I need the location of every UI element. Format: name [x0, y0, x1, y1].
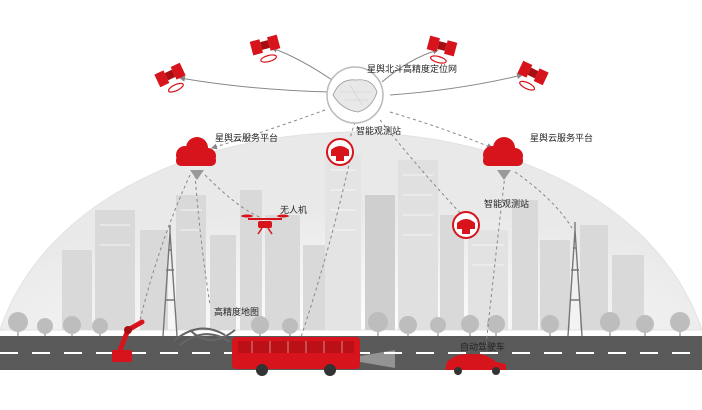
station-top-label: 智能观测站 — [356, 125, 401, 137]
satellite-icon — [249, 34, 281, 63]
hd-map-label: 高精度地图 — [214, 306, 259, 318]
signal-tower-icon — [567, 222, 583, 337]
cloud-icon — [176, 137, 216, 180]
satellite-icon — [154, 62, 186, 93]
bus-icon — [232, 337, 395, 376]
car-label: 自动驾驶车 — [460, 341, 505, 353]
hd-map-icon — [174, 327, 236, 346]
robot-arm-icon — [112, 319, 145, 362]
observation-station-icon — [326, 138, 354, 166]
drone-icon — [241, 214, 289, 235]
satellite-icon — [517, 60, 549, 91]
china-map-globe-icon — [326, 66, 384, 124]
hub-label: 星舆北斗高精度定位网 — [367, 63, 457, 75]
tree-row — [8, 312, 690, 336]
cloud-left-label: 星舆云服务平台 — [215, 132, 278, 144]
building-windows — [100, 169, 504, 266]
connection-lines — [139, 46, 573, 356]
satellite-icon — [426, 35, 458, 64]
drone-label: 无人机 — [280, 204, 307, 216]
city-skyline — [62, 155, 644, 330]
car-icon — [445, 354, 506, 375]
observation-station-icon — [452, 211, 480, 239]
cloud-icon — [483, 137, 523, 180]
signal-tower-icon — [162, 225, 178, 337]
cloud-right-label: 星舆云服务平台 — [530, 132, 593, 144]
station-right-label: 智能观测站 — [484, 198, 529, 210]
